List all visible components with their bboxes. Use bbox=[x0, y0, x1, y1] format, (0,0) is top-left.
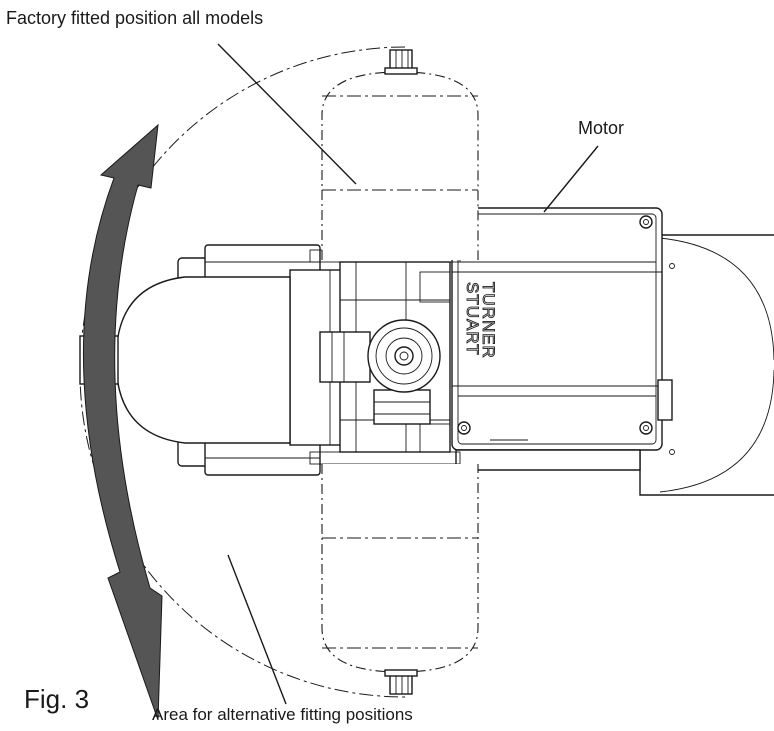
motor-body bbox=[451, 207, 675, 471]
leader-area-alternative bbox=[227, 554, 287, 705]
pressure-vessel bbox=[321, 49, 479, 695]
label-factory-position: Factory fitted position all models bbox=[6, 8, 264, 28]
figure-caption: Fig. 3 bbox=[24, 684, 90, 714]
label-area-alternative: Area for alternative fitting positions bbox=[152, 705, 413, 724]
brand-line-2: TURNER bbox=[479, 282, 498, 359]
leader-factory-position bbox=[217, 43, 357, 185]
label-motor: Motor bbox=[578, 118, 625, 138]
brand-line-1: STUART bbox=[463, 282, 482, 356]
brand-logo: STUART TURNER bbox=[463, 282, 499, 360]
central-port bbox=[319, 319, 441, 425]
leader-motor bbox=[543, 145, 599, 213]
rotation-arrow bbox=[82, 123, 163, 721]
